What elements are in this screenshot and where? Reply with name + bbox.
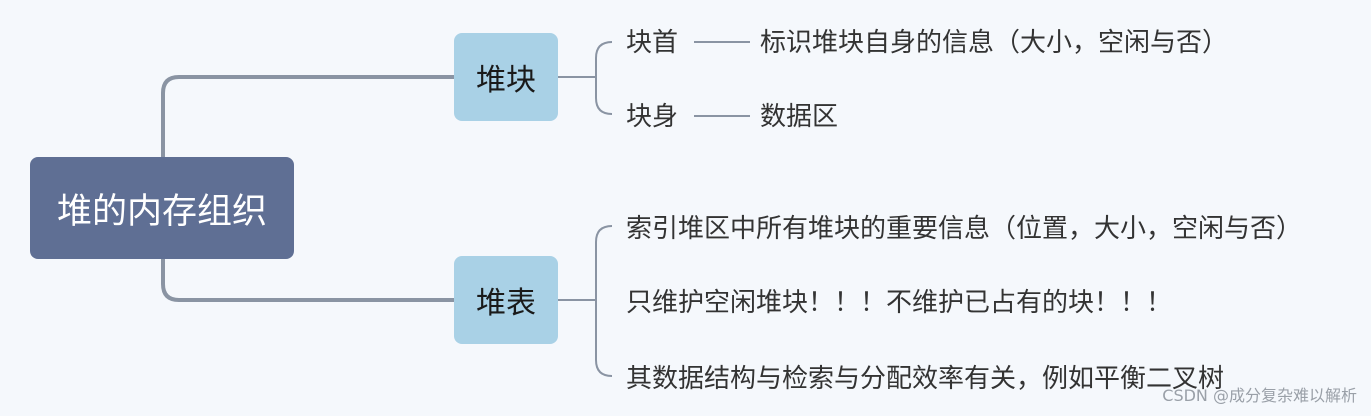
heap-table-bracket [558,225,613,377]
root-node[interactable]: 堆的内存组织 [30,157,294,259]
branch-node-label: 堆块 [476,63,536,98]
root-to-heap-block-connector [161,75,454,157]
leaf-table-free-only[interactable]: 只维护空闲堆块！！！不维护已占有的块！！！ [626,288,1173,318]
heap-block-bracket [558,41,613,115]
branch-node-label: 堆表 [476,286,536,321]
watermark-text: CSDN @成分复杂难以解析 [1162,386,1357,405]
leaf-block-body[interactable]: 块身 [626,102,679,132]
leaf-block-header-detail[interactable]: 标识堆块自身的信息（大小，空闲与否） [760,28,1229,58]
leaf-table-index-info[interactable]: 索引堆区中所有堆块的重要信息（位置，大小，空闲与否） [626,214,1303,244]
root-to-heap-table-connector [161,259,454,302]
leaf-table-data-structure[interactable]: 其数据结构与检索与分配效率有关，例如平衡二叉树 [626,364,1225,394]
branch-node-heap-table[interactable]: 堆表 [454,256,558,344]
branch-node-heap-block[interactable]: 堆块 [454,33,558,121]
leaf-block-header[interactable]: 块首 [626,28,679,58]
root-node-label: 堆的内存组织 [56,191,267,232]
leaf-block-body-detail[interactable]: 数据区 [760,102,839,132]
